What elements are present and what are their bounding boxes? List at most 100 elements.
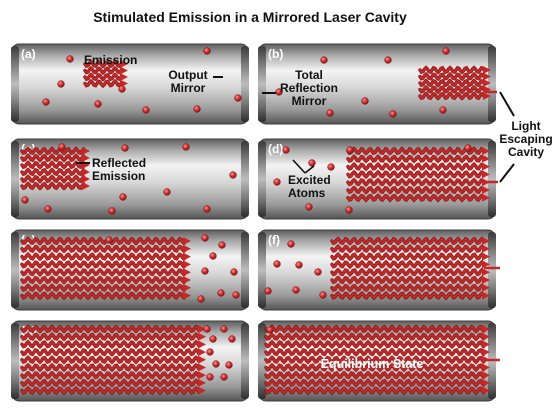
photon-arrowhead xyxy=(183,283,191,292)
photon-arrowhead xyxy=(483,72,491,81)
excited-atom xyxy=(234,94,242,102)
photon-wave xyxy=(264,340,485,349)
left-mirror xyxy=(258,323,266,399)
photon-arrowhead xyxy=(482,363,490,372)
light-escaping-pointer xyxy=(499,163,515,183)
photon-arrowhead xyxy=(482,332,490,341)
photon-arrowhead xyxy=(120,73,128,81)
excited-atom xyxy=(206,348,214,356)
excited-atom xyxy=(287,240,295,248)
excited-atom xyxy=(305,203,313,211)
photon-wave xyxy=(20,291,186,300)
excited-atom xyxy=(346,146,354,154)
excited-atom xyxy=(229,171,237,179)
panel-letter: (g) xyxy=(21,324,36,338)
photon-wave xyxy=(330,252,485,261)
photon-arrowhead xyxy=(82,175,90,183)
excited-atom xyxy=(182,143,190,151)
excited-atom xyxy=(209,335,217,343)
excited-atom xyxy=(220,373,228,381)
photon-wave xyxy=(20,244,186,253)
excited-atom xyxy=(118,85,126,93)
photon-wave xyxy=(330,260,485,269)
photon-wave xyxy=(330,268,485,277)
photon-arrowhead xyxy=(482,147,490,155)
photon-wave xyxy=(20,175,85,183)
right-mirror xyxy=(488,141,496,217)
emission-label-line: Emission xyxy=(84,53,137,67)
photon-wave xyxy=(20,325,201,333)
panel-letter: (b) xyxy=(268,47,283,61)
photon-arrowhead xyxy=(82,147,90,155)
excited-atom xyxy=(203,47,211,55)
photon-wave xyxy=(418,72,486,81)
light-escaping-pointer xyxy=(499,91,515,117)
excited-atom xyxy=(273,178,281,186)
photon-wave xyxy=(346,154,485,163)
photon-arrowhead xyxy=(82,154,90,162)
excited-atom xyxy=(319,291,327,299)
excited-atom xyxy=(21,196,29,204)
excited-atom xyxy=(384,56,392,64)
photon-arrowhead xyxy=(82,182,90,190)
photon-arrowhead xyxy=(198,371,206,380)
photon-wave xyxy=(83,79,123,88)
excited-atom xyxy=(361,97,369,105)
photon-wave xyxy=(264,386,485,395)
photon-arrowhead xyxy=(183,260,191,269)
excited-atom xyxy=(442,47,450,55)
output-mirror-label-line: Mirror xyxy=(171,81,206,95)
photon-arrowhead xyxy=(482,237,490,245)
photon-wave xyxy=(330,244,485,253)
photon-wave xyxy=(264,348,485,356)
excited-atom xyxy=(201,267,209,275)
page-title: Stimulated Emission in a Mirrored Laser … xyxy=(93,9,407,25)
photon-wave xyxy=(346,193,485,202)
excited-atom xyxy=(142,106,150,114)
left-mirror xyxy=(11,46,19,122)
photon-arrowhead xyxy=(482,378,490,387)
photon-wave xyxy=(20,340,201,349)
left-mirror xyxy=(11,141,19,217)
wave-bundle xyxy=(418,65,491,101)
photon-arrowhead xyxy=(482,154,490,163)
excited-atom xyxy=(295,261,303,269)
photon-arrowhead xyxy=(183,291,191,300)
excited-atom xyxy=(220,325,228,333)
photon-arrowhead xyxy=(183,276,191,284)
photon-wave xyxy=(346,178,485,187)
photon-wave xyxy=(20,161,85,169)
photon-wave xyxy=(264,371,485,380)
photon-wave xyxy=(346,147,485,155)
photon-wave xyxy=(346,170,485,179)
excited-atoms-label-line: Atoms xyxy=(288,186,326,200)
excited-atom xyxy=(212,360,220,368)
excited-atom xyxy=(66,55,74,63)
photon-wave xyxy=(83,73,123,81)
photon-wave xyxy=(20,283,186,292)
left-mirror xyxy=(258,46,266,122)
photon-wave xyxy=(418,66,486,74)
photon-wave xyxy=(20,182,85,190)
photon-arrowhead xyxy=(482,186,490,194)
photon-arrowhead xyxy=(482,371,490,380)
total-reflection-mirror-label-line: Reflection xyxy=(280,81,338,95)
photon-arrowhead xyxy=(482,244,490,253)
excited-atom xyxy=(163,188,171,196)
left-mirror xyxy=(11,323,19,399)
excited-atom xyxy=(439,106,447,114)
photon-wave xyxy=(20,276,186,284)
photon-arrowhead xyxy=(120,66,128,75)
excited-atom xyxy=(273,260,281,268)
excited-atom xyxy=(119,193,127,201)
right-mirror xyxy=(488,232,496,308)
photon-arrowhead xyxy=(198,332,206,341)
excited-atom xyxy=(217,289,225,297)
excited-atom xyxy=(121,144,129,152)
photon-wave xyxy=(20,252,186,261)
excited-atom xyxy=(94,100,102,108)
